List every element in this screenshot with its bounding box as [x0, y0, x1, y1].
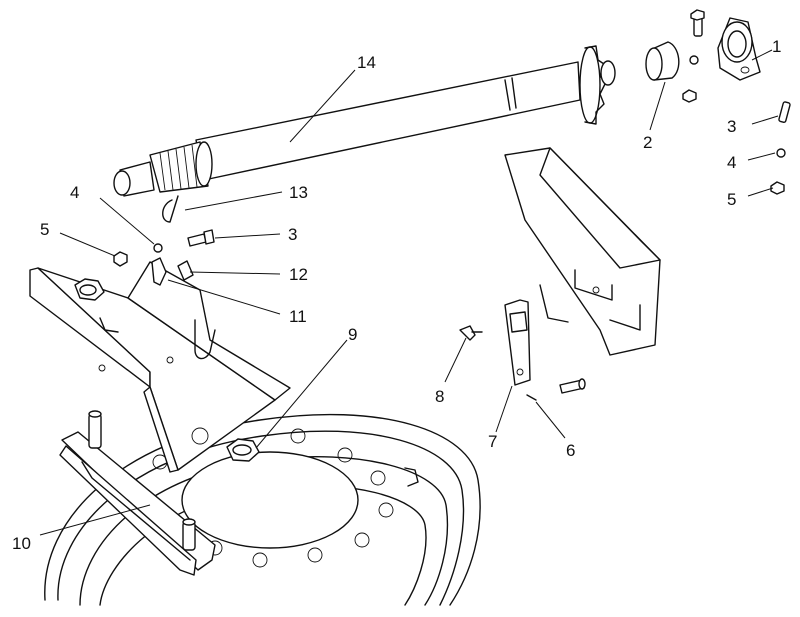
- leader-lines: [39, 49, 779, 536]
- callout-5-left: 5: [40, 220, 49, 239]
- callout-9: 9: [348, 325, 357, 344]
- spring-8: [459, 325, 483, 341]
- latch-7: [504, 299, 531, 386]
- callout-11: 11: [289, 307, 307, 326]
- callout-3-right: 3: [727, 117, 736, 136]
- callout-3-left: 3: [288, 225, 297, 244]
- callout-13: 13: [289, 183, 308, 202]
- bearing-housing-1: [717, 17, 761, 81]
- mounting-bracket: [29, 229, 291, 473]
- pin-6: [526, 378, 586, 401]
- callout-5-right: 5: [727, 190, 736, 209]
- callout-4-left: 4: [70, 183, 79, 202]
- callout-labels: 1 2 3 4 5 14 13 4 5 3 12 11 9 8 7 6 10: [12, 37, 781, 553]
- callout-7: 7: [488, 432, 497, 451]
- callout-2: 2: [643, 133, 652, 152]
- axle-shaft: [113, 45, 616, 223]
- callout-14: 14: [357, 53, 376, 72]
- callout-4-right: 4: [727, 153, 736, 172]
- callout-10: 10: [12, 534, 31, 553]
- callout-6: 6: [566, 441, 575, 460]
- callout-12: 12: [289, 265, 308, 284]
- hardware-top: [682, 9, 791, 195]
- wheel-rim: [44, 413, 481, 606]
- callout-1: 1: [772, 37, 781, 56]
- right-support-bracket: [504, 147, 661, 356]
- callout-8: 8: [435, 387, 444, 406]
- bushing-2: [645, 41, 680, 81]
